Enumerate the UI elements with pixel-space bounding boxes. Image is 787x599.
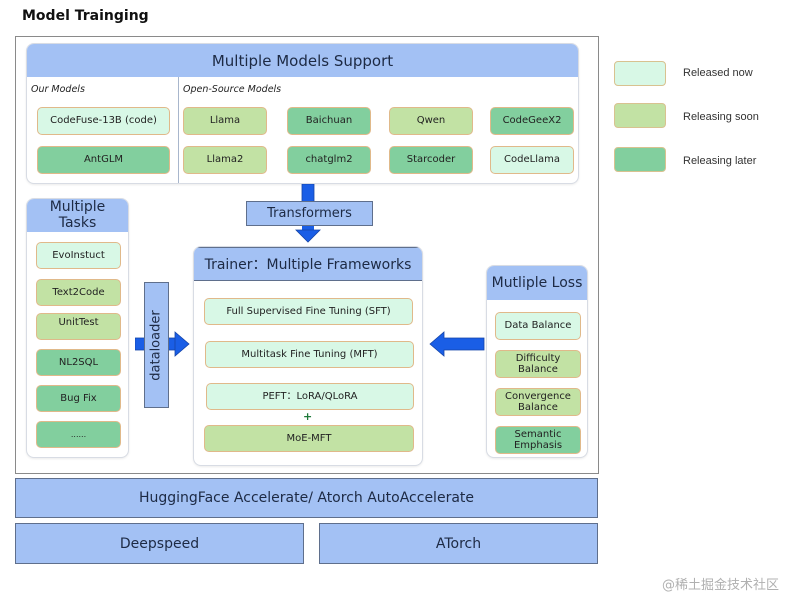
tasks-panel-header: Multiple Tasks bbox=[27, 199, 128, 232]
legend-label-releasing-soon: Releasing soon bbox=[683, 111, 759, 123]
model-llama: Llama bbox=[183, 107, 267, 135]
loss-difficulty-line1: Difficulty bbox=[515, 352, 561, 364]
legend-swatch-releasing-soon bbox=[614, 103, 666, 128]
loss-convergence-line2: Balance bbox=[518, 402, 558, 413]
deepspeed-bar: Deepspeed bbox=[15, 523, 304, 564]
trainer-panel-title: Trainer：Multiple Frameworks bbox=[204, 257, 412, 273]
tasks-header-line2: Tasks bbox=[58, 214, 97, 231]
model-llama2: Llama2 bbox=[183, 146, 267, 174]
arrow-left-icon bbox=[429, 331, 485, 357]
trainer-panel-header: Trainer：Multiple Frameworks bbox=[194, 247, 422, 281]
trainer-panel: Trainer：Multiple Frameworks Full Supervi… bbox=[193, 246, 423, 466]
legend-swatch-released-now bbox=[614, 61, 666, 86]
tasks-header-line1: Multiple bbox=[49, 199, 106, 216]
model-baichuan: Baichuan bbox=[287, 107, 371, 135]
loss-data-balance-label: Data Balance bbox=[504, 320, 572, 332]
legend-label-releasing-later: Releasing later bbox=[683, 155, 757, 167]
task-bug-fix: Bug Fix bbox=[36, 385, 121, 412]
loss-semantic-emphasis: Semantic Emphasis bbox=[495, 426, 581, 454]
model-qwen: Qwen bbox=[389, 107, 473, 135]
task-text2code: Text2Code bbox=[36, 279, 121, 306]
open-source-models-label: Open-Source Models bbox=[183, 84, 282, 95]
transformers-box: Transformers bbox=[246, 201, 373, 226]
loss-panel: Mutliple Loss Data Balance Difficulty Ba… bbox=[486, 265, 588, 458]
model-codegeex2: CodeGeeX2 bbox=[490, 107, 574, 135]
model-training-frame bbox=[15, 36, 599, 474]
models-panel-title: Multiple Models Support bbox=[211, 51, 394, 70]
loss-panel-header: Mutliple Loss bbox=[487, 266, 587, 300]
our-models-label: Our Models bbox=[31, 84, 85, 95]
arrow-down-icon bbox=[295, 184, 321, 243]
task-unittest: UnitTest bbox=[36, 313, 121, 340]
loss-data-balance: Data Balance bbox=[495, 312, 581, 340]
models-panel: Multiple Models Support Our Models Open-… bbox=[26, 43, 579, 184]
loss-difficulty-balance: Difficulty Balance bbox=[495, 350, 581, 378]
models-panel-header: Multiple Models Support bbox=[27, 44, 578, 77]
trainer-moe-mft: MoE-MFT bbox=[204, 425, 414, 452]
accelerate-label: HuggingFace Accelerate/ Atorch AutoAccel… bbox=[138, 490, 474, 506]
plus-sign: + bbox=[303, 410, 313, 423]
legend-label-released-now: Released now bbox=[683, 67, 753, 79]
page-title: Model Trainging bbox=[22, 8, 149, 24]
tasks-panel: Multiple Tasks EvoInstuct Text2Code Unit… bbox=[26, 198, 129, 458]
model-codellama: CodeLlama bbox=[490, 146, 574, 174]
dataloader-label: dataloader bbox=[149, 309, 165, 381]
model-codefuse-13b: CodeFuse-13B (code) bbox=[37, 107, 170, 135]
model-chatglm2: chatglm2 bbox=[287, 146, 371, 174]
atorch-label: ATorch bbox=[435, 535, 482, 552]
model-antglm: AntGLM bbox=[37, 146, 170, 174]
loss-semantic-line2: Emphasis bbox=[513, 440, 563, 451]
dataloader-box: dataloader bbox=[144, 282, 169, 408]
loss-semantic-line1: Semantic bbox=[514, 428, 562, 440]
watermark: @稀土掘金技术社区 bbox=[661, 578, 779, 593]
deepspeed-label: Deepspeed bbox=[119, 535, 200, 552]
task-more: ...... bbox=[36, 421, 121, 448]
loss-difficulty-line2: Balance bbox=[518, 364, 558, 375]
trainer-peft: PEFT：LoRA/QLoRA bbox=[206, 383, 414, 410]
loss-panel-title: Mutliple Loss bbox=[491, 275, 583, 291]
loss-convergence-line1: Convergence bbox=[505, 390, 571, 402]
accelerate-bar: HuggingFace Accelerate/ Atorch AutoAccel… bbox=[15, 478, 598, 518]
transformers-label: Transformers bbox=[267, 206, 352, 221]
legend-swatch-releasing-later bbox=[614, 147, 666, 172]
models-divider bbox=[178, 77, 179, 183]
task-nl2sql: NL2SQL bbox=[36, 349, 121, 376]
atorch-bar: ATorch bbox=[319, 523, 598, 564]
model-starcoder: Starcoder bbox=[389, 146, 473, 174]
task-evoinstuct: EvoInstuct bbox=[36, 242, 121, 269]
trainer-sft: Full Supervised Fine Tuning (SFT) bbox=[204, 298, 413, 325]
loss-convergence-balance: Convergence Balance bbox=[495, 388, 581, 416]
trainer-mft: Multitask Fine Tuning (MFT) bbox=[205, 341, 414, 368]
